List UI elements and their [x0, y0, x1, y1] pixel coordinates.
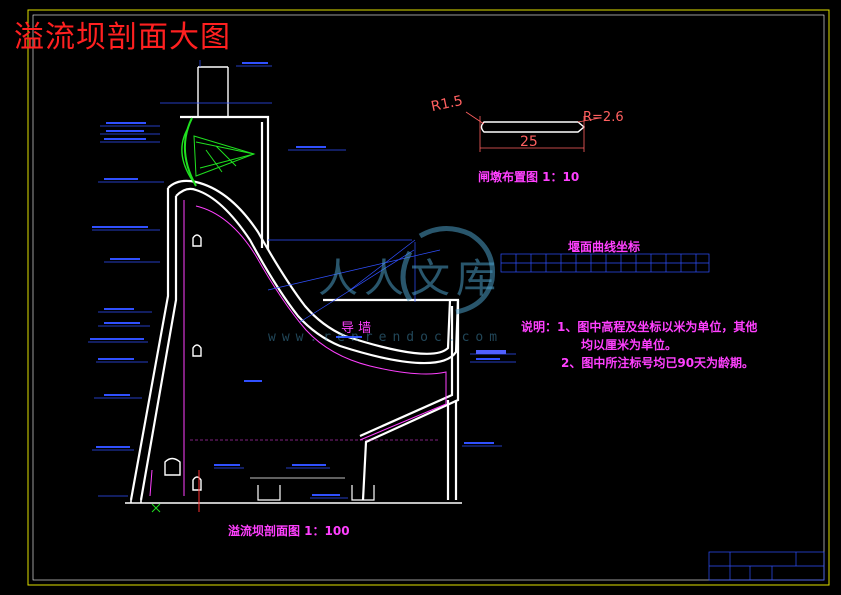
note-line-2: 均以厘米为单位。: [581, 338, 678, 352]
foundation-line: [125, 477, 462, 504]
note-line-1: 说明：1、图中高程及坐标以米为单位，其他: [521, 320, 758, 334]
radial-gate: [181, 117, 256, 187]
zoning-lines: [149, 200, 447, 497]
base-marks: [151, 503, 161, 513]
curve-coordinate-table: [500, 253, 710, 273]
guide-wall-label: 导 墙: [341, 321, 372, 336]
title-block: [708, 551, 825, 581]
watermark-logo: [400, 226, 496, 315]
note-line-3: 2、图中所注标号均已90天为龄期。: [561, 356, 755, 370]
watermark-text: 人人文库: [318, 256, 502, 302]
pier-radius-right: R=2.6: [583, 110, 624, 125]
section-title: 溢流坝剖面图 1：100: [228, 524, 350, 538]
dam-outline: [129, 66, 460, 501]
outer-border: [27, 9, 830, 586]
curve-table-title: 堰面曲线坐标: [568, 240, 641, 254]
inner-border: [32, 14, 825, 581]
dimension-lines: [88, 60, 516, 499]
pier-length: 25: [520, 134, 538, 150]
galleries: [164, 234, 202, 491]
watermark-url: www.renrendoc.com: [268, 330, 504, 345]
pier-layout-title: 闸墩布置图 1：10: [478, 170, 580, 184]
pier-detail: [465, 111, 601, 152]
drawing-title: 溢流坝剖面大图: [14, 20, 231, 55]
dimension-labels: [90, 62, 506, 496]
notes: 说明：1、图中高程及坐标以米为单位，其他 均以厘米为单位。 2、图中所注标号均已…: [521, 318, 757, 372]
